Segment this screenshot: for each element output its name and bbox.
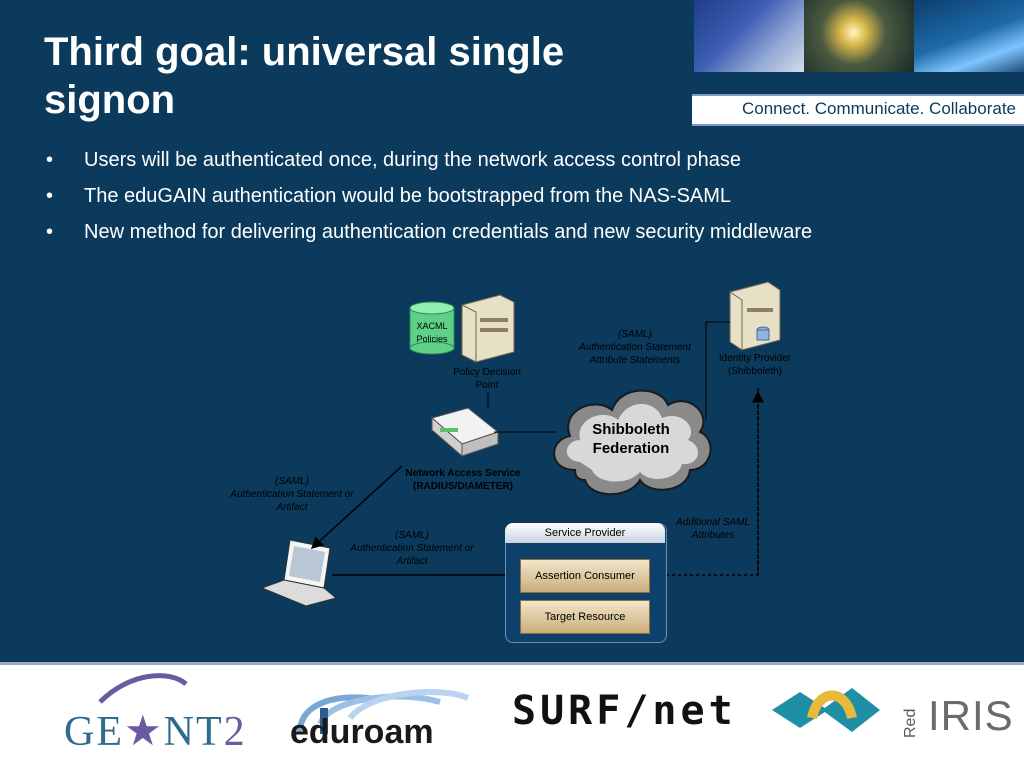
bullet-text: The eduGAIN authentication would be boot… bbox=[84, 185, 732, 207]
saml-left-label-line: (SAML) bbox=[275, 476, 309, 487]
saml-top-label: (SAML) Authentication Statement Attribut… bbox=[560, 328, 710, 367]
geant2-logo-number: 2 bbox=[223, 709, 247, 755]
idp-label-line: (Shibboleth) bbox=[728, 366, 782, 377]
idp-label: Identity Provider (Shibboleth) bbox=[706, 352, 804, 378]
rediris-logo-red: Red bbox=[902, 708, 919, 738]
bullet-item: • The eduGAIN authentication would be boo… bbox=[44, 184, 1004, 208]
federation-label-line: Shibboleth bbox=[592, 421, 670, 438]
nas-label-line: Network Access Service bbox=[405, 468, 521, 479]
rediris-bridge-icon bbox=[772, 688, 880, 732]
saml-mid-label-line: (SAML) bbox=[395, 530, 429, 541]
xacml-database-icon bbox=[409, 301, 455, 355]
slide-area: Third goal: universal single signon Conn… bbox=[0, 0, 1024, 662]
idp-label-line: Identity Provider bbox=[718, 353, 792, 364]
bullet-text: New method for delivering authentication… bbox=[84, 221, 813, 243]
network-access-device-icon bbox=[430, 407, 500, 458]
assertion-consumer-box: Assertion Consumer bbox=[520, 559, 650, 593]
additional-saml-label-line: Additional SAML bbox=[676, 517, 750, 528]
saml-top-label-line: (SAML) bbox=[618, 329, 652, 340]
geant2-logo-text: GE bbox=[64, 709, 124, 755]
saml-left-label-line: Artifact bbox=[276, 502, 308, 513]
target-resource-box: Target Resource bbox=[520, 600, 650, 634]
rediris-logo-iris: IRIS bbox=[928, 692, 1014, 739]
bullet-marker: • bbox=[46, 221, 54, 243]
bullet-text: Users will be authenticated once, during… bbox=[84, 149, 742, 171]
additional-saml-label: Additional SAML Attributes bbox=[666, 516, 760, 542]
geant-swoosh-icon bbox=[98, 673, 188, 704]
saml-mid-label: (SAML) Authentication Statement or Artif… bbox=[334, 529, 490, 568]
pdp-label-line: Policy Decision bbox=[453, 367, 521, 378]
tagline: Connect. Communicate. Collaborate bbox=[741, 99, 1016, 118]
geant2-logo-text: NT bbox=[163, 709, 224, 755]
footer-logo-graphics bbox=[98, 673, 880, 734]
saml-mid-label-line: Artifact bbox=[396, 556, 428, 567]
nas-to-laptop-arrow bbox=[310, 465, 403, 550]
saml-mid-label-line: Authentication Statement or bbox=[350, 543, 474, 554]
tagline-bar: Connect. Communicate. Collaborate bbox=[692, 94, 1024, 126]
pdp-label: Policy Decision Point bbox=[430, 366, 544, 392]
nas-label: Network Access Service (RADIUS/DIAMETER) bbox=[388, 467, 538, 493]
federation-label-line: Federation bbox=[592, 440, 670, 457]
architecture-diagram bbox=[260, 281, 781, 607]
eduroam-logo: eduroam bbox=[290, 713, 434, 751]
network-map-photo bbox=[914, 0, 1024, 72]
saml-top-label-line: Authentication Statement bbox=[579, 342, 691, 353]
xacml-label-line: Policies bbox=[416, 334, 448, 344]
bullet-marker: • bbox=[46, 185, 54, 207]
geant2-star-icon: ★ bbox=[124, 709, 164, 755]
slide-title: Third goal: universal single signon bbox=[44, 30, 565, 122]
saml-left-label: (SAML) Authentication Statement or Artif… bbox=[214, 475, 370, 514]
cloud-to-idp-line bbox=[705, 321, 730, 420]
policy-decision-server-icon bbox=[461, 294, 515, 363]
laptop-icon bbox=[260, 539, 338, 607]
bullet-list: • Users will be authenticated once, durin… bbox=[44, 148, 1004, 256]
xacml-label: XACML Policies bbox=[408, 320, 456, 346]
saml-top-label-line: Attribute Statements bbox=[589, 355, 681, 366]
bullet-item: • New method for delivering authenticatio… bbox=[44, 220, 1004, 244]
pdp-label-line: Point bbox=[475, 380, 499, 391]
nas-label-line: (RADIUS/DIAMETER) bbox=[413, 481, 513, 492]
surfnet-logo: SURF/net bbox=[512, 688, 737, 734]
geant2-logo: GE★NT2 bbox=[64, 706, 247, 756]
header-photo-strip bbox=[694, 0, 1024, 72]
saml-left-label-line: Authentication Statement or bbox=[230, 489, 354, 500]
service-provider-title: Service Provider bbox=[505, 523, 665, 543]
bullet-marker: • bbox=[46, 149, 54, 171]
bullet-item: • Users will be authenticated once, durin… bbox=[44, 148, 1004, 172]
eu-flag-photo bbox=[694, 0, 804, 72]
shibboleth-cloud-icon bbox=[553, 389, 712, 496]
identity-provider-server-icon bbox=[729, 281, 781, 351]
additional-saml-label-line: Attributes bbox=[691, 530, 735, 541]
eduroam-signal-icon bbox=[297, 689, 470, 734]
light-burst-photo bbox=[804, 0, 914, 72]
federation-label: Shibboleth Federation bbox=[572, 420, 690, 458]
xacml-label-line: XACML bbox=[416, 321, 448, 331]
